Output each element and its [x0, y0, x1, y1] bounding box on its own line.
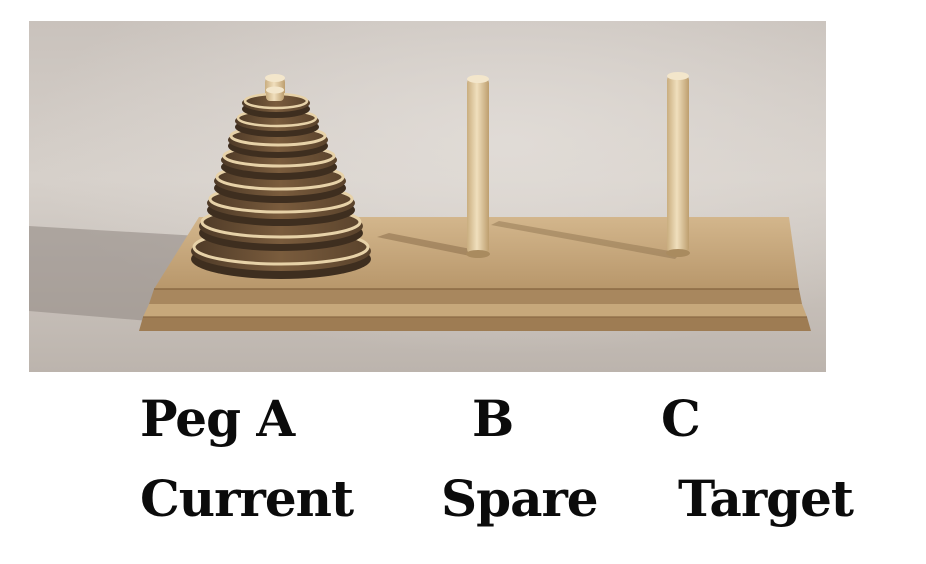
- label-peg-b: B: [472, 389, 514, 448]
- peg-b: [466, 75, 490, 258]
- label-current: Current: [140, 469, 354, 528]
- peg-c: [666, 72, 690, 257]
- label-spare: Spare: [441, 469, 599, 528]
- tower-of-hanoi-photo: [29, 21, 826, 372]
- label-target: Target: [678, 469, 854, 528]
- label-peg-a: Peg A: [140, 389, 295, 448]
- peg-a-disk-stack: [191, 74, 371, 279]
- label-peg-c: C: [661, 389, 701, 448]
